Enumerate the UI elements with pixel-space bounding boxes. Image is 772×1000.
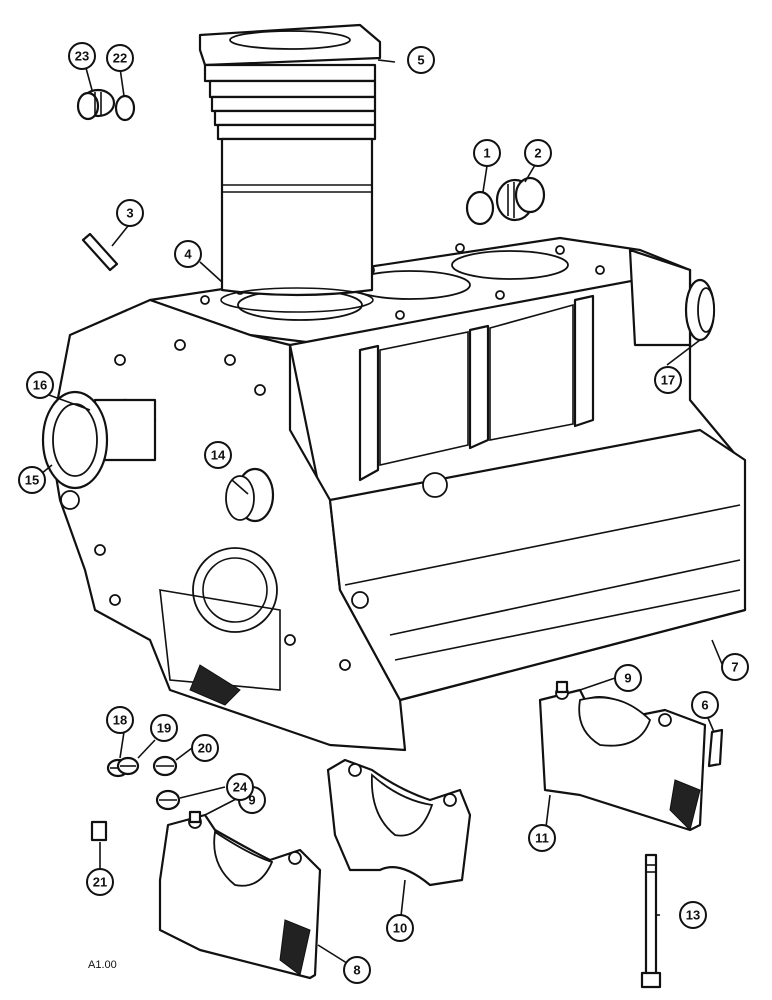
plug-23 [76,88,116,121]
callout-label: 4 [184,247,192,262]
callout-11: 11 [528,824,556,852]
dowel-9-a [555,680,569,694]
main-bearing-cap-11 [538,686,707,832]
callout-10: 10 [386,914,414,942]
plug-2 [495,176,546,222]
callout-17: 17 [654,366,682,394]
callout-label: 3 [126,206,133,221]
callout-9-upper: 9 [614,664,642,692]
plug-17 [684,278,716,342]
callout-15: 15 [18,466,46,494]
callout-1: 1 [473,139,501,167]
front-plug-15-16 [41,390,157,490]
callout-21: 21 [86,868,114,896]
callout-22: 22 [106,44,134,72]
callout-label: 10 [393,921,407,936]
callout-20: 20 [191,734,219,762]
plug-21 [90,820,108,842]
callout-label: 9 [248,793,255,808]
cylinder-liner [198,23,382,297]
callout-23: 23 [68,42,96,70]
dowel-9-b [188,810,202,824]
o-ring-4 [220,287,374,313]
main-bearing-cap-10 [326,758,472,887]
callout-label: 21 [93,875,107,890]
callout-5: 5 [407,46,435,74]
callout-8: 8 [343,956,371,984]
callout-label: 1 [483,146,490,161]
callout-13: 13 [679,901,707,929]
washer-22 [114,94,136,122]
main-bearing-cap-8 [158,813,322,980]
bolt-13 [640,853,662,989]
callout-label: 22 [113,51,127,66]
callout-24: 24 [226,773,254,801]
callout-label: 24 [233,780,248,795]
callout-3: 3 [116,199,144,227]
callout-label: 7 [731,660,738,675]
callout-6: 6 [691,691,719,719]
callout-label: 18 [113,713,127,728]
plug-19 [116,756,140,776]
callout-label: 2 [534,146,541,161]
callout-label: 9 [624,671,631,686]
reference-code: A1.00 [88,959,117,971]
callout-label: 19 [157,721,171,736]
dowel-6 [707,728,724,768]
plug-24 [155,789,181,811]
callout-label: 17 [661,373,675,388]
callout-label: 15 [25,473,39,488]
plug-14 [225,467,275,523]
washer-1 [465,190,495,226]
callout-7: 7 [721,653,749,681]
callout-19: 19 [150,714,178,742]
callout-14: 14 [204,441,232,469]
callout-label: 6 [701,698,708,713]
callout-18: 18 [106,706,134,734]
callout-label: 14 [211,448,226,463]
callout-label: 8 [353,963,360,978]
dowel-3 [81,232,119,272]
callout-16: 16 [26,371,54,399]
callout-4: 4 [174,240,202,268]
callout-label: 20 [198,741,212,756]
callout-label: 23 [75,49,89,64]
plug-20 [152,755,178,777]
callout-label: 13 [686,908,700,923]
callout-label: 5 [417,53,424,68]
callout-label: 11 [535,831,549,846]
leader-lines [35,59,723,966]
callout-label: 16 [33,378,47,393]
callout-2: 2 [524,139,552,167]
